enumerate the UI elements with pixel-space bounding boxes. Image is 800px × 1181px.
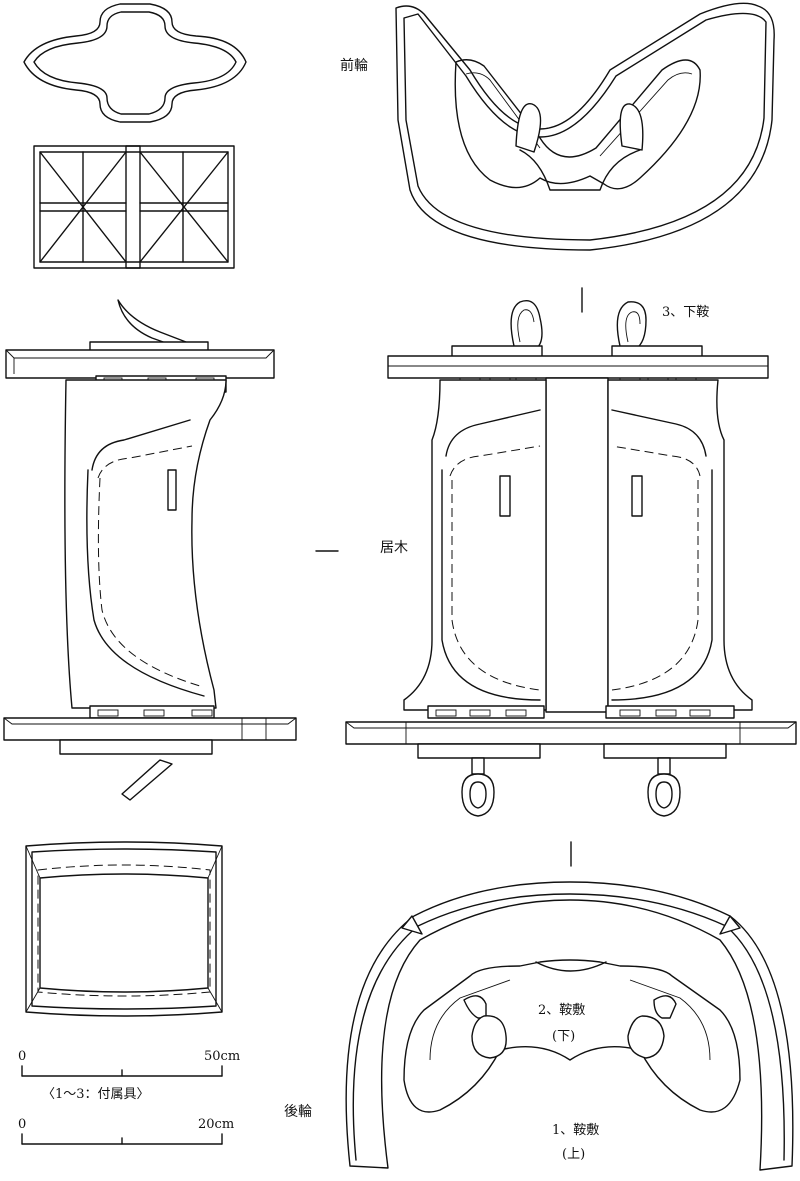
saddle-side-view — [3, 299, 297, 801]
scale-bar-large — [21, 1065, 223, 1077]
seat-boards-top-view — [345, 300, 797, 817]
scale-large-end: 50cm — [204, 1049, 240, 1064]
fitting-outline-shape — [23, 3, 247, 123]
label-lower-saddle-cloth: 3、下鞍 — [662, 304, 709, 320]
label-rear-cantle: 後輪 — [284, 1103, 312, 1120]
label-saddle-cloth-lower: 2、鞍敷 — [538, 1002, 585, 1018]
scale-small-end: 20cm — [198, 1117, 234, 1132]
label-saddle-cloth-upper: 1、鞍敷 — [552, 1122, 599, 1138]
scale-caption: 〈1～3：付属具〉 — [42, 1087, 150, 1102]
rear-cantle-drawing — [345, 881, 794, 1171]
lattice-frame — [33, 145, 235, 269]
label-front-pommel: 前輪 — [340, 57, 368, 74]
label-seat-boards: 居木 — [380, 540, 408, 556]
scale-large-start: 0 — [18, 1049, 26, 1064]
saddle-pad-drawing — [25, 841, 223, 1017]
scale-bar-small — [21, 1133, 223, 1145]
scale-small-start: 0 — [18, 1117, 26, 1132]
label-saddle-cloth-upper-note: (上) — [562, 1147, 585, 1162]
label-saddle-cloth-lower-note: (下) — [552, 1029, 575, 1044]
front-pommel-drawing — [395, 2, 775, 251]
